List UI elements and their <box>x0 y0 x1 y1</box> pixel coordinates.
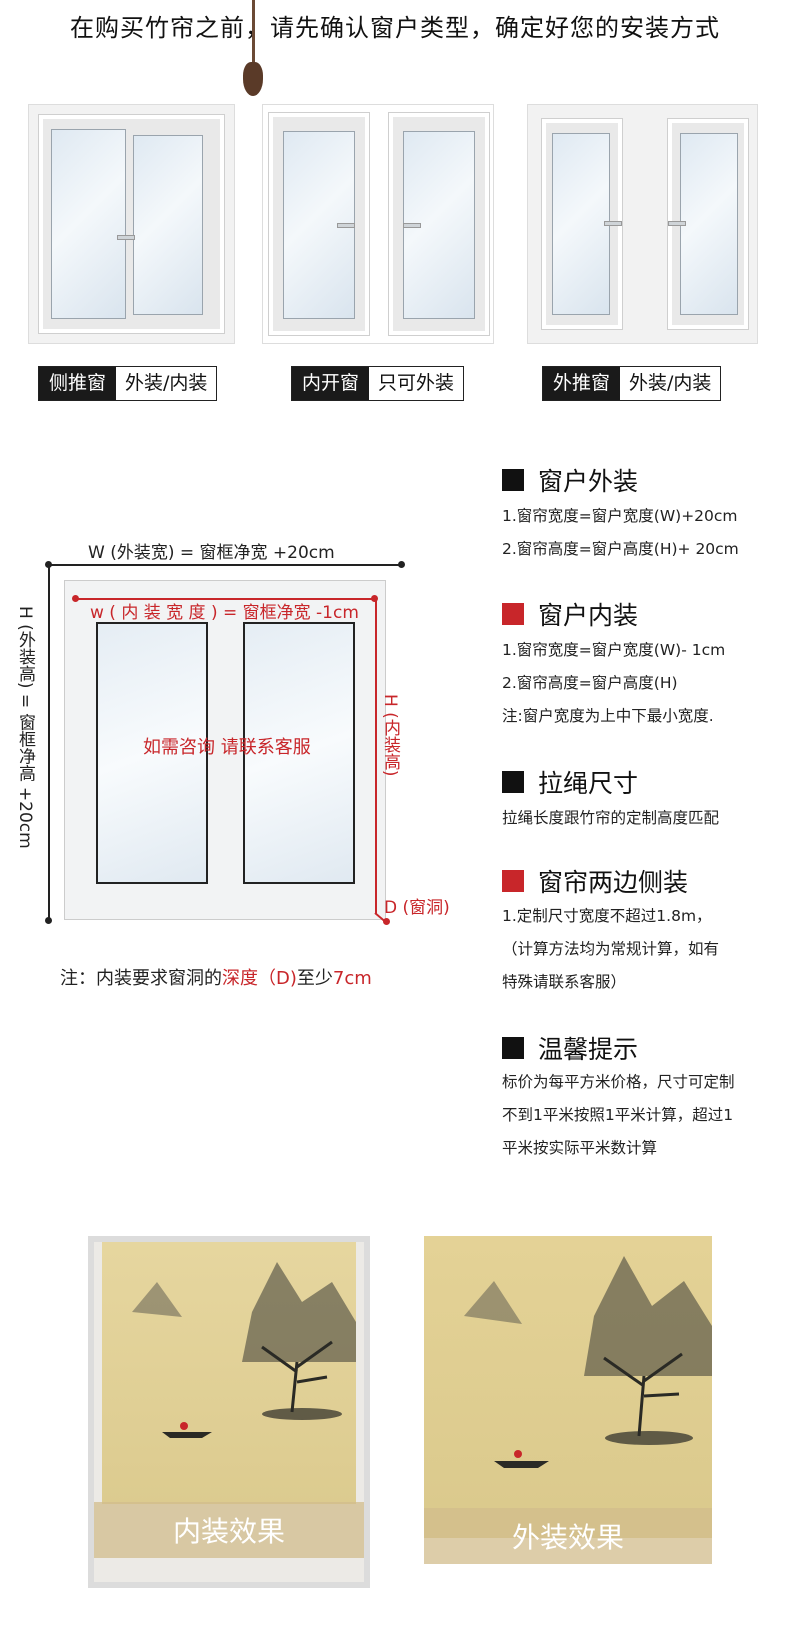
outer-width-line <box>48 564 402 566</box>
inner-width-label: w ( 内 装 宽 度 ) = 窗框净宽 -1cm <box>90 603 359 623</box>
sliding-window-image <box>28 104 235 344</box>
outer-install-photo: 外装效果 <box>424 1236 712 1588</box>
pull-cord-decoration <box>252 0 255 70</box>
section-line: 1.窗帘宽度=窗户宽度(W)- 1cm <box>502 641 726 659</box>
photo-caption: 外装效果 <box>424 1508 712 1564</box>
section-title-text: 窗帘两边侧装 <box>538 868 689 897</box>
outward-window-tag: 外推窗 外装/内装 <box>542 366 722 401</box>
section-body-side-mount: 1.定制尺寸宽度不超过1.8m， （计算方法均为常规计算，如有 特殊请联系客服） <box>502 900 719 999</box>
install-depth-note: 注：内装要求窗洞的深度（D)至少7cm <box>60 964 372 990</box>
sliding-window-tag: 侧推窗 外装/内装 <box>38 366 218 401</box>
bamboo-blind <box>424 1236 712 1538</box>
install-method-label: 只可外装 <box>369 367 464 400</box>
note-text: 至少 <box>296 968 333 989</box>
section-title-text: 窗户内装 <box>538 601 639 630</box>
dimension-endpoint <box>398 561 405 568</box>
inner-height-label: H (内装高) <box>380 694 400 777</box>
consult-label: 如需咨询 请联系客服 <box>143 737 311 758</box>
section-title-inner-install: 窗户内装 <box>502 596 638 632</box>
section-title-outer-install: 窗户外装 <box>502 462 638 498</box>
window-type-label: 内开窗 <box>292 367 370 400</box>
section-title-text: 窗户外装 <box>538 467 639 496</box>
section-title-text: 拉绳尺寸 <box>538 769 639 798</box>
inward-opening-window-image <box>262 104 494 344</box>
cord-tassel-decoration <box>243 62 263 96</box>
note-highlight: 深度（D) <box>222 968 297 989</box>
section-marker <box>502 1037 524 1059</box>
bamboo-blind <box>102 1242 356 1504</box>
section-body-cord-size: 拉绳长度跟竹帘的定制高度匹配 <box>502 802 719 835</box>
section-line: 不到1平米按照1平米计算，超过1 <box>502 1106 734 1124</box>
section-title-tips: 温馨提示 <box>502 1030 638 1066</box>
outer-height-line <box>48 564 50 920</box>
section-title-text: 温馨提示 <box>538 1035 639 1064</box>
dimension-endpoint <box>383 918 390 925</box>
section-line: 特殊请联系客服） <box>502 973 627 991</box>
section-marker <box>502 469 524 491</box>
section-body-tips: 标价为每平方米价格，尺寸可定制 不到1平米按照1平米计算，超过1 平米按实际平米… <box>502 1066 735 1165</box>
section-body-outer-install: 1.窗帘宽度=窗户宽度(W)+20cm 2.窗帘高度=窗户高度(H)+ 20cm <box>502 500 739 566</box>
inner-height-line <box>375 598 377 914</box>
outer-width-label: W (外装宽) = 窗框净宽 +20cm <box>88 543 335 563</box>
section-line: （计算方法均为常规计算，如有 <box>502 940 720 958</box>
section-marker <box>502 870 524 892</box>
outer-height-label: H (外装高) = 窗框净高 +20cm <box>15 606 35 849</box>
outward-opening-window-image <box>527 104 758 344</box>
dimension-endpoint <box>45 917 52 924</box>
window-pane-left <box>96 622 208 884</box>
section-line: 标价为每平方米价格，尺寸可定制 <box>502 1073 735 1091</box>
section-line: 1.定制尺寸宽度不超过1.8m， <box>502 907 712 925</box>
dimension-endpoint <box>371 595 378 602</box>
window-pane-right <box>243 622 355 884</box>
section-line: 拉绳长度跟竹帘的定制高度匹配 <box>502 809 720 827</box>
section-line: 平米按实际平米数计算 <box>502 1139 658 1157</box>
depth-label: D (窗洞) <box>384 898 450 918</box>
inward-window-tag: 内开窗 只可外装 <box>291 366 465 401</box>
dimension-endpoint <box>72 595 79 602</box>
section-line: 注:窗户宽度为上中下最小宽度. <box>502 707 714 725</box>
inner-width-line <box>76 598 376 600</box>
ink-landscape-art <box>464 1256 712 1468</box>
section-title-cord-size: 拉绳尺寸 <box>502 764 638 800</box>
window-type-label: 外推窗 <box>543 367 621 400</box>
install-method-label: 外装/内装 <box>620 367 721 400</box>
photo-caption: 内装效果 <box>94 1502 364 1558</box>
dimension-endpoint <box>45 561 52 568</box>
section-marker <box>502 771 524 793</box>
page-headline: 在购买竹帘之前，请先确认窗户类型，确定好您的安装方式 <box>70 14 720 42</box>
note-highlight: 7cm <box>332 968 372 989</box>
window-type-label: 侧推窗 <box>39 367 117 400</box>
section-marker <box>502 603 524 625</box>
note-text: 注：内装要求窗洞的 <box>60 968 222 989</box>
inner-install-photo: 内装效果 <box>88 1236 370 1588</box>
ink-landscape-art <box>132 1262 356 1438</box>
section-title-side-mount: 窗帘两边侧装 <box>502 863 688 899</box>
section-line: 2.窗帘高度=窗户高度(H)+ 20cm <box>502 540 739 558</box>
section-body-inner-install: 1.窗帘宽度=窗户宽度(W)- 1cm 2.窗帘高度=窗户高度(H) 注:窗户宽… <box>502 634 725 733</box>
install-method-label: 外装/内装 <box>116 367 217 400</box>
section-line: 2.窗帘高度=窗户高度(H) <box>502 674 678 692</box>
section-line: 1.窗帘宽度=窗户宽度(W)+20cm <box>502 507 738 525</box>
